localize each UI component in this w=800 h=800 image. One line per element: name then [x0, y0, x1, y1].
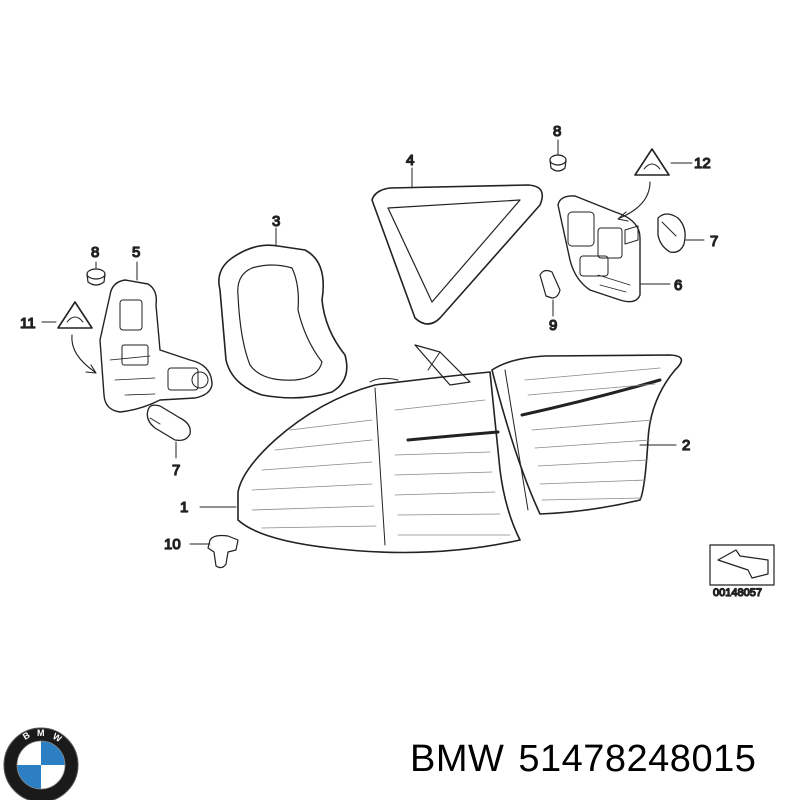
label-1: 1 [180, 499, 188, 516]
bulb-holder-right [557, 195, 641, 303]
bulb-right [657, 213, 686, 253]
arrow-right [619, 181, 651, 219]
nut-left [86, 268, 106, 286]
part-number: 51478248015 [518, 738, 757, 780]
wedge-bulb [539, 269, 561, 299]
label-8-right: 8 [553, 123, 561, 140]
label-2: 2 [682, 437, 690, 454]
orientation-box [709, 544, 775, 586]
svg-text:B: B [21, 730, 32, 742]
svg-text:M: M [37, 728, 45, 738]
nut-right [549, 154, 567, 172]
arrowhead-right [617, 211, 629, 222]
label-3: 3 [272, 213, 280, 230]
label-7-right: 7 [710, 233, 718, 250]
label-4: 4 [406, 152, 414, 169]
leader-lines [41, 139, 705, 545]
label-12: 12 [694, 155, 711, 172]
bulb-holder-left [99, 279, 213, 413]
label-5: 5 [132, 244, 140, 261]
bmw-logo: B M W [3, 727, 79, 800]
tail-light-outer [237, 344, 521, 554]
gasket-triangle [371, 184, 544, 325]
label-7-left: 7 [172, 462, 180, 479]
label-6: 6 [674, 277, 682, 294]
clip [207, 534, 239, 569]
warning-triangle-left [57, 301, 93, 329]
diagram-code: 00148057 [713, 587, 762, 599]
bulb-left [146, 404, 191, 442]
gasket-left [218, 244, 348, 399]
label-9: 9 [549, 317, 557, 334]
label-10: 10 [164, 536, 181, 553]
arrowhead-left [85, 364, 97, 374]
arrow-left [71, 334, 96, 373]
label-11: 11 [20, 315, 36, 332]
warning-triangle-right [634, 148, 670, 176]
tail-light-inner [491, 354, 683, 515]
label-8-left: 8 [91, 244, 99, 261]
part-caption: BMW 51478248015 [410, 738, 756, 781]
brand-name: BMW [410, 738, 505, 780]
